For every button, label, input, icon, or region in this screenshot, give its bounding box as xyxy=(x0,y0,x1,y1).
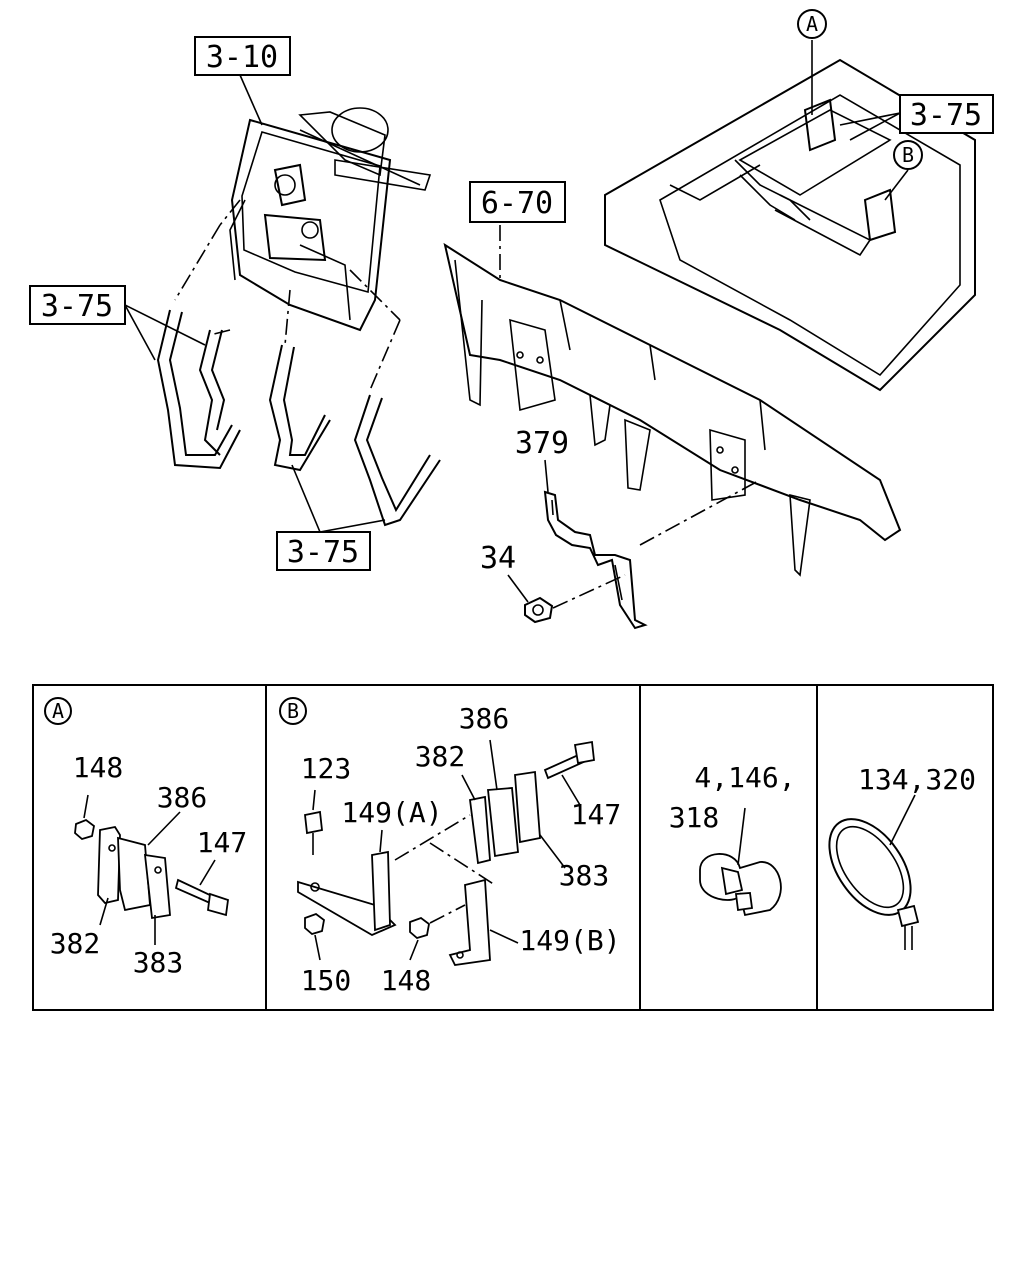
panel-b-clamp-383 xyxy=(514,770,541,844)
panel-a-label-382: 382 xyxy=(50,927,101,960)
panel-a-clamp-382 xyxy=(97,825,121,904)
panel-a-clamp-386 xyxy=(117,836,151,912)
panel-b-label-386: 386 xyxy=(459,702,510,735)
panel-b-label-123: 123 xyxy=(301,752,352,785)
label-34: 34 xyxy=(480,541,516,576)
panel-b-clamp-382 xyxy=(469,795,491,865)
panel-a-label-147: 147 xyxy=(197,826,248,859)
marker-a-top: A xyxy=(797,9,827,39)
callout-3-75-left-text: 3-75 xyxy=(41,289,113,324)
label-379: 379 xyxy=(515,426,569,461)
frame-crossmember xyxy=(443,225,902,577)
panel-b-label-147: 147 xyxy=(571,798,622,831)
callout-3-75-top-text: 3-75 xyxy=(910,98,982,133)
callout-6-70: 6-70 xyxy=(469,181,566,223)
panel-b-label-149b: 149(B) xyxy=(519,924,620,957)
callout-3-75-left: 3-75 xyxy=(29,285,126,325)
panel-b-nut-148 xyxy=(409,916,430,940)
panel-a-label-386: 386 xyxy=(157,781,208,814)
callout-3-75-bottom: 3-75 xyxy=(276,531,371,571)
panel-a: A 148 386 147 382 383 xyxy=(44,697,248,979)
panel-b-nut-150 xyxy=(304,912,325,936)
panel-tie-label: 134,320 xyxy=(858,763,976,796)
leader-lines xyxy=(124,40,909,603)
panel-a-marker: A xyxy=(44,697,72,725)
panel-a-clamp-383 xyxy=(143,853,171,920)
nut-34 xyxy=(524,574,626,624)
panel-b-bracket-149b xyxy=(448,878,491,966)
detail-table xyxy=(32,684,994,1011)
svg-text:B: B xyxy=(287,699,299,723)
bracket-379 xyxy=(543,479,761,630)
svg-text:A: A xyxy=(806,12,818,36)
panel-b-clamp-386 xyxy=(487,787,519,858)
panel-b-label-148: 148 xyxy=(381,964,432,997)
panel-a-bolt xyxy=(174,878,214,905)
callout-3-10-text: 3-10 xyxy=(206,40,278,75)
hose-lines xyxy=(156,224,441,527)
svg-text:A: A xyxy=(52,699,64,723)
panel-b: B 123 149(A) 382 386 147 383 149(B) 150 … xyxy=(279,697,622,997)
panel-b-bracket-149a xyxy=(297,880,397,937)
panel-b-label-383: 383 xyxy=(559,859,610,892)
callout-6-70-text: 6-70 xyxy=(481,186,553,221)
panel-a-label-148: 148 xyxy=(73,751,124,784)
panel-b-label-382: 382 xyxy=(415,740,466,773)
callout-3-10: 3-10 xyxy=(194,36,291,76)
panel-a-label-383: 383 xyxy=(133,946,184,979)
panel-tie: 134,320 xyxy=(828,763,976,950)
panel-b-label-150: 150 xyxy=(301,964,352,997)
panel-b-bolt-123 xyxy=(304,810,323,835)
marker-b-top: B xyxy=(893,140,923,170)
svg-text:B: B xyxy=(902,143,914,167)
panel-b-marker: B xyxy=(279,697,307,725)
panel-clip: 4,146, 318 xyxy=(669,761,796,917)
cab-floor xyxy=(604,58,976,392)
callout-3-75-bottom-text: 3-75 xyxy=(287,535,359,570)
panel-b-label-149a: 149(A) xyxy=(341,796,442,829)
pedal-assembly xyxy=(219,107,432,332)
callout-3-75-top: 3-75 xyxy=(899,94,994,134)
panel-clip-label-line1: 4,146, xyxy=(694,761,795,794)
panel-a-nut xyxy=(74,818,95,841)
panel-clip-label-line2: 318 xyxy=(669,801,720,834)
